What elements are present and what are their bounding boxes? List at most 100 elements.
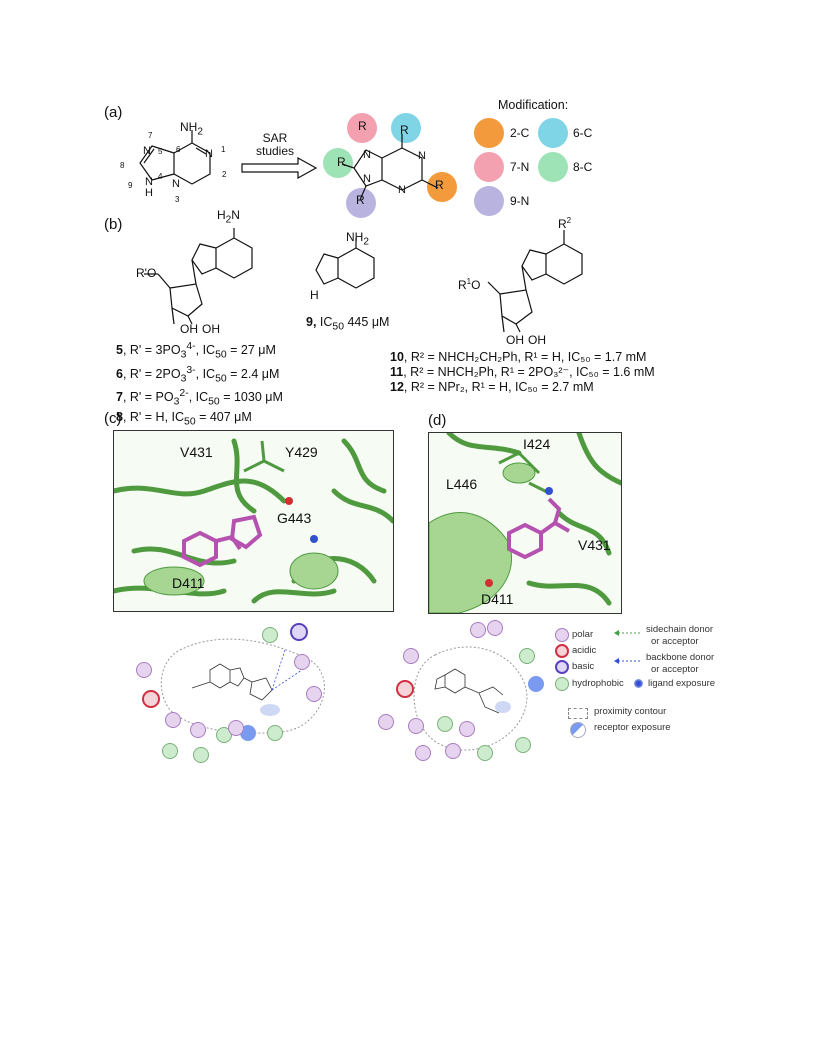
num-1: 1: [221, 145, 226, 154]
res-d-exposure: [528, 676, 544, 692]
num-8: 8: [120, 161, 125, 170]
mod-label-8c: 8-C: [573, 160, 593, 174]
num-6: 6: [176, 145, 181, 154]
mod-dot-9n: [474, 186, 504, 216]
compound-7-line: 7, R' = PO32-, IC50 = 1030 μM: [116, 388, 283, 408]
compound-11-line: 11, R² = NHCH₂Ph, R¹ = 2PO₃²⁻, IC₅₀ = 1.…: [390, 365, 655, 379]
dot-9n: [346, 188, 376, 218]
compound-12-line: 12, R² = NPr₂, R¹ = H, IC₅₀ = 2.7 mM: [390, 380, 594, 394]
res-d-polar-1: [487, 620, 503, 636]
legend-polar-label: polar: [572, 629, 594, 640]
res-c-hydro-5: [193, 747, 209, 763]
cpd10-oh2: OH: [528, 333, 546, 347]
panel-d-structure-view: [428, 432, 622, 614]
legend-sidechain-label2: or acceptor: [651, 636, 699, 647]
cpd9-h: H: [310, 288, 319, 302]
cpd10-r2: R2: [558, 216, 572, 231]
adenine-n7: N: [143, 145, 151, 157]
panel-c-structure-view: [113, 430, 394, 612]
compound-list-left: 5, R' = 3PO34-, IC50 = 27 μM 6, R' = 2PO…: [116, 339, 283, 429]
legend-polar-swatch: [555, 628, 569, 642]
r-9n: R: [356, 193, 365, 207]
res-d-polar-2: [403, 648, 419, 664]
num-3: 3: [175, 195, 180, 204]
studies-text: studies: [255, 144, 295, 158]
legend-hydrophobic-swatch: [555, 677, 569, 691]
res-c-polar-6: [228, 720, 244, 736]
dot-6c: [391, 113, 421, 143]
mod-dot-8c: [538, 152, 568, 182]
modification-title: Modification:: [498, 98, 569, 112]
legend-acidic-swatch: [555, 644, 569, 658]
dot-8c: [323, 148, 353, 178]
res-c-hydro-4: [162, 743, 178, 759]
scaffold-n7: N: [363, 149, 371, 161]
r-6c: R: [400, 123, 409, 137]
panel-c-residue-v431: V431: [180, 444, 213, 460]
res-c-hydro-3: [267, 725, 283, 741]
scaffold-n1: N: [418, 150, 426, 162]
panel-c-protein-render: [114, 438, 393, 604]
mod-label-9n: 9-N: [510, 194, 530, 208]
legend-backbone-label2: or acceptor: [651, 664, 699, 675]
legend-sidechain-label: sidechain donor: [646, 624, 714, 635]
legend-receptor-exposure-swatch: [570, 722, 586, 738]
scaffold-structure: [341, 134, 439, 201]
res-d-hydro-5: [477, 745, 493, 761]
cpd10-r1o: R1O: [458, 277, 481, 292]
res-c-basic-1: [290, 623, 308, 641]
legend-sidechain-arrow: [614, 630, 640, 636]
mod-label-2c: 2-C: [510, 126, 530, 140]
cpd5-oh1: OH: [180, 322, 198, 336]
r-7n: R: [358, 119, 367, 133]
adenine-n3: N: [172, 178, 180, 190]
adenine-n1: N: [205, 148, 213, 160]
interaction-diagram-d: [413, 646, 528, 751]
panel-d-residue-l446: L446: [446, 476, 478, 492]
panel-a-label: (a): [104, 104, 123, 121]
panel-c-label: (c): [104, 410, 122, 427]
legend-proximity-label: proximity contour: [594, 706, 667, 717]
scaffold-n3: N: [398, 184, 406, 196]
legend-basic-swatch: [555, 660, 569, 674]
compound-5-line: 5, R' = 3PO34-, IC50 = 27 μM: [116, 341, 276, 361]
res-c-polar-3: [136, 662, 152, 678]
cpd5-h2n: H2N: [217, 208, 240, 226]
adenine-n9: N: [145, 176, 153, 188]
r-8c: R: [337, 155, 346, 169]
res-c-acidic-1: [142, 690, 160, 708]
compound-10-12-structure: [487, 230, 583, 333]
cpd5-oh2: OH: [202, 322, 220, 336]
r-2c: R: [435, 178, 444, 192]
legend-hydrophobic-label: hydrophobic: [572, 678, 624, 689]
legend-acidic-label: acidic: [572, 645, 597, 656]
legend-backbone-arrow: [614, 658, 640, 664]
adenine-structure: [139, 130, 211, 185]
num-4: 4: [158, 172, 163, 181]
compound-10-line: 10, R² = NHCH₂CH₂Ph, R¹ = H, IC₅₀ = 1.7 …: [390, 350, 647, 364]
res-c-hydro-1: [262, 627, 278, 643]
legend-ligand-exposure-label: ligand exposure: [648, 678, 716, 689]
panel-d-residue-d411: D411: [481, 591, 514, 607]
compound-5-8-structure: [144, 228, 253, 325]
cpd9-nh2: NH2: [346, 230, 369, 248]
legend-basic-label: basic: [572, 661, 595, 672]
mod-label-6c: 6-C: [573, 126, 593, 140]
res-d-polar-3: [378, 714, 394, 730]
panel-d-label: (d): [428, 412, 447, 429]
res-d-polar-5: [459, 721, 475, 737]
res-c-polar-4: [165, 712, 181, 728]
mod-dot-2c: [474, 118, 504, 148]
res-c-exposure: [240, 725, 256, 741]
compound-9-structure: [315, 238, 375, 289]
panel-c-residue-d411: D411: [172, 575, 205, 591]
legend-ligand-exposure-swatch: [634, 679, 643, 688]
adenine-nh2: NH2: [180, 120, 203, 138]
mod-label-7n: 7-N: [510, 160, 530, 174]
res-d-polar-4: [408, 718, 424, 734]
res-d-hydro-1: [470, 622, 486, 638]
mod-dot-6c: [538, 118, 568, 148]
compound-list-right: 10, R² = NHCH₂CH₂Ph, R¹ = H, IC₅₀ = 1.7 …: [390, 350, 655, 395]
res-d-hydro-4: [515, 737, 531, 753]
res-c-polar-1: [294, 654, 310, 670]
